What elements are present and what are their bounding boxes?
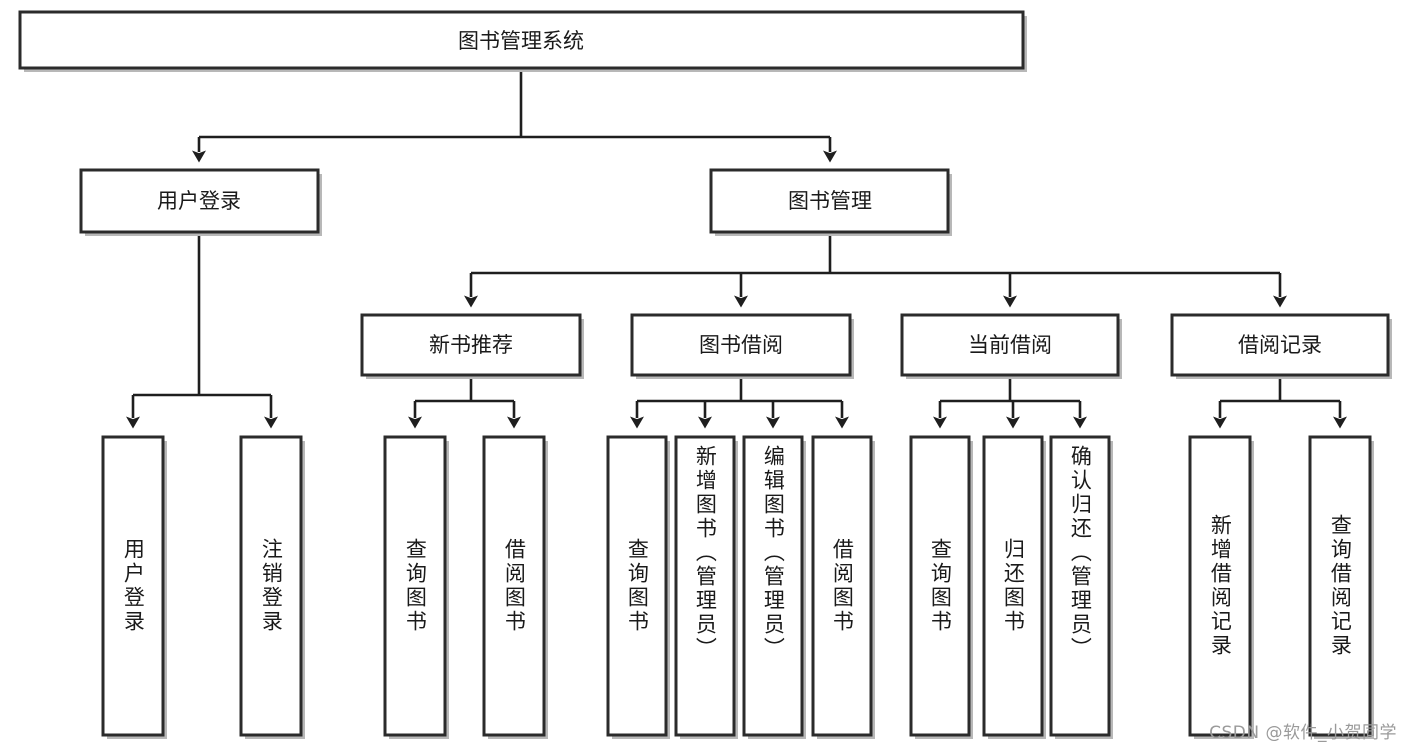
- book-management-node-label: 图书管理: [788, 189, 872, 213]
- connector-layer: [126, 68, 1347, 429]
- csdn-watermark: CSDN @软件_小贺同学: [1209, 723, 1397, 743]
- book-borrow-node-box[interactable]: [630, 313, 852, 377]
- book-borrow-node-label: 图书借阅: [699, 333, 783, 357]
- leaf-edit-book-box[interactable]: [742, 435, 804, 737]
- user-login-node-label: 用户登录: [157, 189, 241, 213]
- leaf-add-book-box[interactable]: [674, 435, 736, 737]
- book-management-node-box[interactable]: [709, 168, 950, 234]
- leaf-query-book-2-box[interactable]: [606, 435, 668, 737]
- borrow-record-node-box[interactable]: [1170, 313, 1390, 377]
- leaf-query-book-3-box[interactable]: [909, 435, 971, 737]
- leaf-borrow-book-2-box[interactable]: [811, 435, 873, 737]
- leaf-borrow-book-1-box[interactable]: [482, 435, 546, 737]
- leaf-return-book-box[interactable]: [982, 435, 1044, 737]
- new-book-recommend-node-label: 新书推荐: [429, 333, 513, 357]
- leaf-user-login-box[interactable]: [101, 435, 165, 737]
- root-node-label: 图书管理系统: [458, 29, 584, 53]
- new-book-recommend-node-box[interactable]: [360, 313, 582, 377]
- leaf-confirm-return-box[interactable]: [1049, 435, 1111, 737]
- root-node-box[interactable]: [18, 10, 1025, 70]
- current-borrow-node-label: 当前借阅: [968, 333, 1052, 357]
- leaf-query-book-1-box[interactable]: [383, 435, 447, 737]
- current-borrow-node-box[interactable]: [900, 313, 1120, 377]
- borrow-record-node-label: 借阅记录: [1238, 333, 1322, 357]
- leaf-query-record-box[interactable]: [1308, 435, 1372, 737]
- node-layer: 图书管理系统 用户登录 图书管理 新书推荐 图书借阅 当前借阅 借阅记录: [18, 10, 1392, 739]
- leaf-logout-box[interactable]: [239, 435, 303, 737]
- leaf-add-record-box[interactable]: [1188, 435, 1252, 737]
- user-login-node-box[interactable]: [79, 168, 320, 234]
